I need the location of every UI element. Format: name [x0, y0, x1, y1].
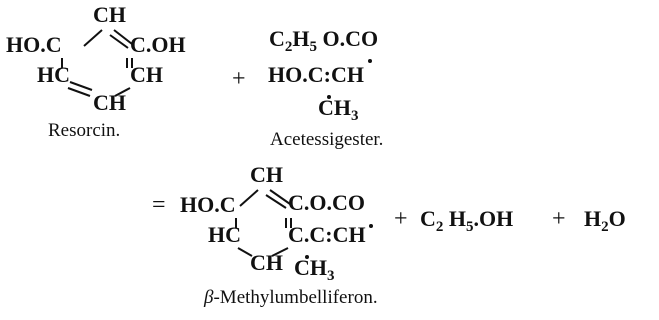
acetessigester-bond-dot: [327, 95, 331, 99]
product-top-ch: CH: [250, 162, 283, 187]
product-ring-bond: [237, 247, 253, 257]
resorcin-ring-double-bond: [69, 81, 93, 91]
resorcin-ring-bond: [83, 29, 103, 47]
resorcin-ring-bond: [67, 87, 91, 97]
resorcin-top-ch: CH: [93, 2, 126, 27]
acetessigester-methyl-line: CH3: [318, 95, 359, 124]
resorcin-ring-double-bond: [109, 34, 129, 49]
acetessigester-ethyl-line: C2H5 O.CO: [269, 26, 378, 55]
ethanol-formula: C2 H5.OH: [420, 206, 513, 235]
water-formula: H2O: [584, 206, 626, 235]
product-methyl: CH3: [294, 255, 335, 284]
plus-sign: +: [552, 206, 566, 232]
resorcin-name: Resorcin.: [48, 120, 120, 141]
product-name: β-Methylumbelliferon.: [203, 287, 378, 308]
resorcin-structure: CH HO.C C.OH HC CH CH Resorcin.: [6, 2, 186, 141]
plus-sign: +: [232, 66, 246, 92]
product-ring-double-bond: [265, 194, 287, 209]
resorcin-lower-right-ch: CH: [130, 62, 163, 87]
resorcin-left-hoc: HO.C: [6, 32, 62, 57]
product-ring-bond: [269, 189, 291, 205]
product-ring-bond: [239, 189, 259, 207]
plus-sign: +: [394, 206, 408, 232]
acetessigester-bond-dot: [368, 59, 372, 63]
resorcin-ring-bond: [113, 29, 133, 45]
product-right-coco: C.O.CO: [288, 190, 365, 215]
product-left-hoc: HO.C: [180, 192, 236, 217]
product-lower-right-ccch: C.C:CH: [288, 222, 366, 247]
product-bond-dot: [305, 255, 309, 259]
acetessigester-enol-line: HO.C:CH: [268, 62, 364, 87]
acetessigester-structure: C2H5 O.CO HO.C:CH CH3 Acetessigester.: [268, 26, 383, 150]
acetessigester-name: Acetessigester.: [270, 129, 383, 150]
resorcin-lower-left-hc: HC: [37, 62, 70, 87]
resorcin-ring-bond: [114, 87, 131, 97]
resorcin-right-coh: C.OH: [130, 32, 186, 57]
product-ring-bond: [271, 247, 289, 257]
equals-sign: =: [152, 192, 166, 218]
methylumbelliferon-structure: CH HO.C C.O.CO HC C.C:CH CH CH3 β-Methyl…: [180, 162, 378, 308]
product-bond-dot: [369, 224, 373, 228]
